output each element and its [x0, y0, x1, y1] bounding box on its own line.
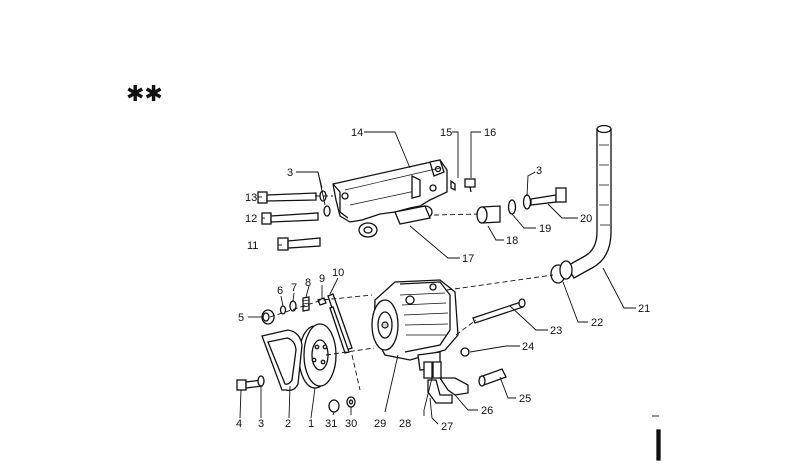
callout-12: 12 [245, 213, 257, 225]
callout-29: 29 [374, 418, 386, 430]
callout-30: 30 [345, 418, 357, 430]
vacuum-hose-21 [566, 124, 612, 279]
callout-4: 4 [236, 418, 242, 430]
callout-3: 3 [258, 418, 264, 430]
corner-mark [652, 415, 661, 461]
mounting-bracket [332, 159, 448, 223]
adjusting-strap-10 [327, 293, 353, 354]
washer-6 [279, 305, 287, 315]
callout-10: 10 [332, 267, 344, 279]
callout-2: 2 [285, 418, 291, 430]
nut-31 [328, 399, 340, 413]
callout-16: 16 [484, 127, 496, 139]
washer-3c [522, 194, 532, 210]
callout-9: 9 [319, 273, 325, 285]
callout-18: 18 [506, 235, 518, 247]
spring-8 [302, 296, 310, 312]
callout-27: 27 [441, 421, 453, 433]
callout-25: 25 [519, 393, 531, 405]
bolt-20 [530, 187, 567, 206]
callout-labels: 1 2 3 3 3 4 5 6 7 8 9 10 11 12 13 14 15 … [236, 127, 650, 433]
hose-26 [427, 377, 469, 404]
callout-3: 3 [536, 165, 542, 177]
fitting-28 [423, 361, 442, 379]
callout-15: 15 [440, 127, 452, 139]
bolt-13 [257, 191, 317, 204]
washer-3b [257, 375, 265, 387]
callout-5: 5 [238, 312, 244, 324]
callout-3: 3 [287, 167, 293, 179]
callout-11: 11 [247, 240, 258, 252]
vacuum-pump-29 [371, 279, 470, 371]
v-belt-2 [261, 329, 303, 392]
callout-22: 22 [591, 317, 603, 329]
screws-15-16 [450, 178, 476, 193]
callout-19: 19 [539, 223, 551, 235]
header-stars: ✱✱ [126, 82, 163, 107]
bolt-12 [261, 212, 319, 225]
callout-24: 24 [522, 341, 534, 353]
nut-5 [261, 309, 275, 325]
callout-6: 6 [277, 285, 283, 297]
bracket-bushings [358, 205, 433, 238]
callout-8: 8 [305, 277, 311, 289]
hose-clamp-22 [550, 260, 573, 284]
callout-31: 31 [325, 418, 337, 430]
key-9 [317, 297, 327, 306]
hose-25 [478, 368, 507, 387]
pulley-1 [298, 323, 337, 389]
callout-28: 28 [399, 418, 411, 430]
washer-30 [346, 396, 356, 408]
bolt-11 [277, 237, 321, 251]
callout-17: 17 [462, 253, 474, 265]
washer-19 [507, 199, 517, 215]
callout-23: 23 [550, 325, 562, 337]
callout-21: 21 [638, 303, 650, 315]
bushing-18 [476, 205, 501, 224]
callout-7: 7 [291, 282, 297, 294]
callout-1: 1 [308, 418, 314, 430]
stud-23 [472, 298, 526, 324]
callout-20: 20 [580, 213, 592, 225]
callout-leaders [239, 131, 636, 425]
callout-26: 26 [481, 405, 493, 417]
callout-13: 13 [245, 192, 257, 204]
callout-14: 14 [351, 127, 363, 139]
